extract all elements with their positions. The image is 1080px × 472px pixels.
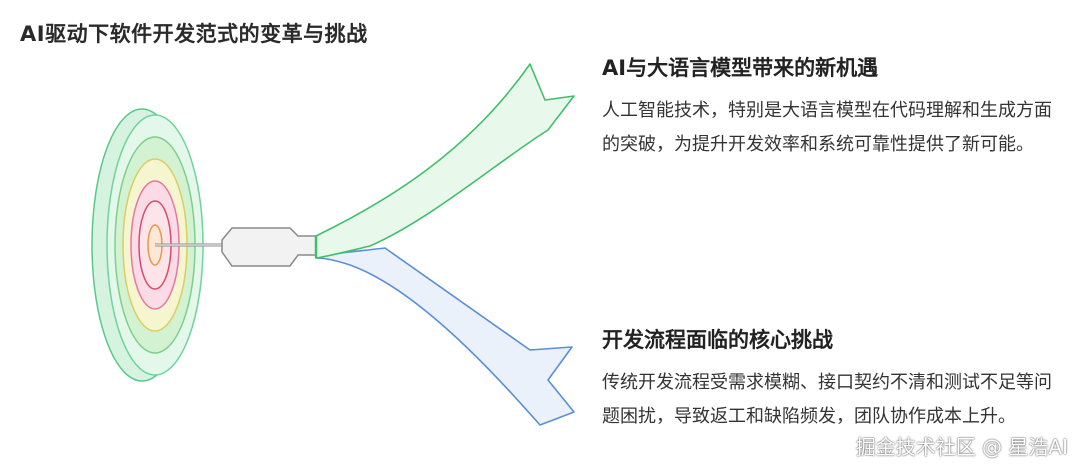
opportunity-title: AI与大语言模型带来的新机遇 bbox=[602, 56, 879, 80]
opportunity-body: 人工智能技术，特别是大语言模型在代码理解和生成方面的突破，为提升开发效率和系统可… bbox=[602, 100, 1052, 155]
opportunity-card: AI与大语言模型带来的新机遇 人工智能技术，特别是大语言模型在代码理解和生成方面… bbox=[602, 52, 1062, 162]
challenge-card: 开发流程面临的核心挑战 传统开发流程受需求模糊、接口契约不清和测试不足等问题困扰… bbox=[602, 324, 1062, 434]
target-ribbon-diagram bbox=[91, 63, 575, 426]
challenge-title: 开发流程面临的核心挑战 bbox=[602, 328, 833, 352]
ribbon-green bbox=[315, 63, 575, 259]
watermark: 掘金技术社区 @ 星浩AI bbox=[855, 435, 1068, 459]
challenge-body: 传统开发流程受需求模糊、接口契约不清和测试不足等问题困扰，导致返工和缺陷频发，团… bbox=[602, 372, 1052, 427]
arrow-connector bbox=[221, 227, 317, 267]
ribbon-blue bbox=[315, 247, 575, 426]
page-title: AI驱动下软件开发范式的变革与挑战 bbox=[20, 22, 368, 46]
